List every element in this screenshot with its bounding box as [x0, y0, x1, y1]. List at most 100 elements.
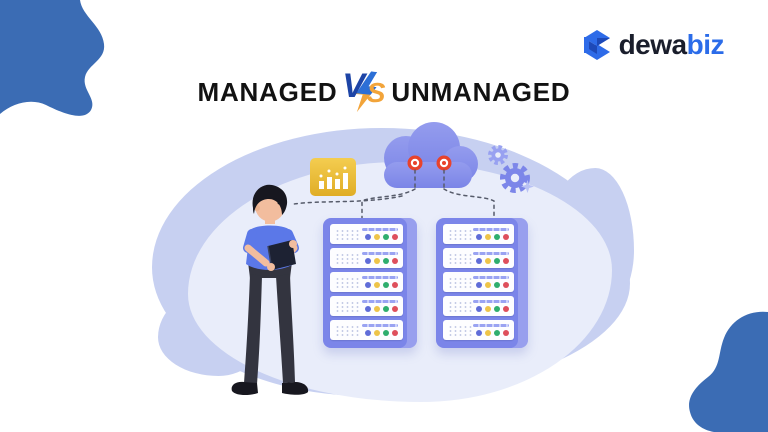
status-led	[485, 282, 491, 288]
server-unit	[443, 296, 514, 316]
vent-dots	[447, 300, 473, 312]
vs-emblem: V S	[341, 67, 387, 113]
status-led	[476, 282, 482, 288]
status-led	[374, 258, 380, 264]
status-led	[485, 258, 491, 264]
status-led	[392, 306, 398, 312]
status-led	[476, 306, 482, 312]
server-rack-right	[436, 218, 528, 348]
server-unit	[443, 224, 514, 244]
status-leds	[365, 330, 398, 336]
dewabiz-mark-icon	[583, 30, 610, 60]
status-led	[374, 234, 380, 240]
status-led	[485, 234, 491, 240]
vent-dots	[447, 276, 473, 288]
vs-letter-v: V	[342, 67, 366, 105]
vs-letter-s: S	[366, 77, 386, 108]
left-forearm	[244, 244, 270, 267]
server-unit	[443, 272, 514, 292]
vent-dots	[447, 252, 473, 264]
status-leds	[365, 306, 398, 312]
vent-dots	[334, 228, 360, 240]
status-led	[494, 282, 500, 288]
right-shoe	[282, 382, 309, 395]
hair	[252, 184, 288, 215]
cloud-icon	[384, 122, 478, 188]
small-gear	[488, 145, 508, 165]
server-slot-bar	[473, 300, 509, 303]
server-slot-bar	[362, 300, 398, 303]
status-leds	[476, 234, 509, 240]
status-leds	[365, 282, 398, 288]
status-led	[392, 330, 398, 336]
status-led	[485, 306, 491, 312]
cloud-node-left	[407, 155, 423, 171]
right-leg	[276, 274, 295, 383]
status-led	[365, 330, 371, 336]
status-led	[476, 330, 482, 336]
brand-name: dewabiz	[618, 29, 725, 60]
status-leds	[476, 282, 509, 288]
status-led	[494, 306, 500, 312]
brand-name-prefix: dewa	[618, 29, 688, 60]
vent-dots	[334, 300, 360, 312]
status-led	[503, 306, 509, 312]
tablet	[268, 240, 296, 270]
server-slot-bar	[473, 252, 509, 255]
server-unit	[330, 296, 403, 316]
server-rack-left	[323, 218, 417, 348]
large-gear	[500, 163, 530, 193]
status-leds	[476, 258, 509, 264]
vent-dots	[334, 276, 360, 288]
status-led	[476, 258, 482, 264]
status-led	[494, 330, 500, 336]
status-leds	[476, 330, 509, 336]
server-slot-bar	[473, 324, 509, 327]
status-led	[365, 282, 371, 288]
status-led	[503, 330, 509, 336]
server-unit	[443, 248, 514, 268]
headline: MANAGED V S UNMANAGED	[0, 67, 768, 113]
vent-dots	[447, 228, 473, 240]
status-led	[494, 234, 500, 240]
server-unit	[330, 320, 403, 340]
vent-dots	[334, 252, 360, 264]
status-led	[485, 330, 491, 336]
brand-logo: dewabiz	[578, 28, 725, 62]
status-led	[383, 234, 389, 240]
server-unit	[330, 248, 403, 268]
server-unit	[443, 320, 514, 340]
status-leds	[365, 258, 398, 264]
left-leg	[244, 274, 262, 384]
server-slot-bar	[362, 228, 398, 231]
status-led	[476, 234, 482, 240]
server-slot-bar	[473, 276, 509, 279]
status-led	[365, 306, 371, 312]
headline-left-word: MANAGED	[197, 76, 338, 107]
status-leds	[365, 234, 398, 240]
status-led	[494, 258, 500, 264]
status-led	[374, 330, 380, 336]
server-slot-bar	[473, 228, 509, 231]
status-led	[392, 258, 398, 264]
brand-name-suffix: biz	[686, 29, 725, 60]
status-led	[392, 282, 398, 288]
status-led	[365, 234, 371, 240]
status-led	[365, 258, 371, 264]
left-shoe	[231, 381, 258, 396]
status-led	[503, 282, 509, 288]
server-slot-bar	[362, 324, 398, 327]
cloud-node-right	[436, 155, 452, 171]
server-unit	[330, 272, 403, 292]
headline-right-word: UNMANAGED	[391, 76, 571, 107]
status-led	[503, 234, 509, 240]
status-led	[383, 306, 389, 312]
server-unit	[330, 224, 403, 244]
lightning-bolt-icon	[356, 71, 378, 113]
status-led	[383, 330, 389, 336]
status-led	[374, 282, 380, 288]
sparkle-icon	[521, 180, 534, 193]
